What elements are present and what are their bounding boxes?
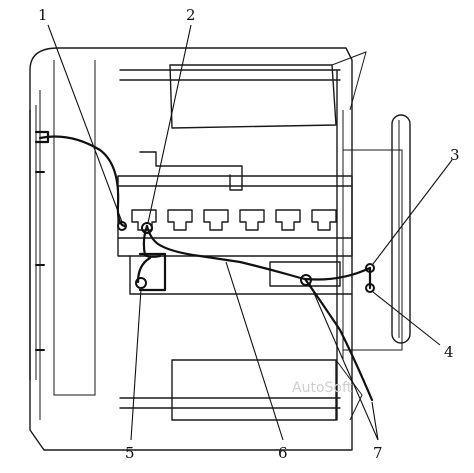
lower-wheel bbox=[119, 359, 363, 421]
connector-2 bbox=[141, 222, 153, 234]
callout-1: 1 bbox=[38, 6, 48, 24]
connector-7 bbox=[300, 274, 312, 286]
connector-5 bbox=[135, 277, 147, 289]
leader-1 bbox=[47, 24, 123, 223]
leader-lines bbox=[47, 24, 453, 441]
callout-labels: 1 2 3 4 5 6 7 bbox=[38, 6, 460, 462]
engine-block bbox=[117, 151, 353, 295]
callout-4: 4 bbox=[444, 343, 454, 361]
callout-3: 3 bbox=[450, 146, 460, 164]
leader-5 bbox=[130, 288, 142, 441]
callout-2: 2 bbox=[186, 6, 196, 24]
cab-outline bbox=[29, 47, 353, 451]
leader-2 bbox=[147, 24, 192, 224]
leader-3 bbox=[372, 159, 453, 265]
leader-7b bbox=[371, 401, 379, 441]
cylinder-ports bbox=[131, 209, 337, 231]
callout-5: 5 bbox=[125, 444, 135, 462]
connector-4 bbox=[365, 283, 375, 293]
leader-7a bbox=[309, 283, 379, 441]
callout-7: 7 bbox=[373, 444, 383, 462]
windshield-edge bbox=[29, 105, 45, 381]
callout-6: 6 bbox=[278, 444, 288, 462]
leader-4 bbox=[372, 291, 441, 346]
connector-3 bbox=[365, 263, 375, 273]
upper-wheel bbox=[119, 51, 367, 129]
leader-6 bbox=[225, 261, 284, 441]
watermark-text: AutoSoft bbox=[292, 380, 353, 396]
connectors bbox=[117, 221, 375, 293]
bulkhead bbox=[336, 69, 403, 421]
